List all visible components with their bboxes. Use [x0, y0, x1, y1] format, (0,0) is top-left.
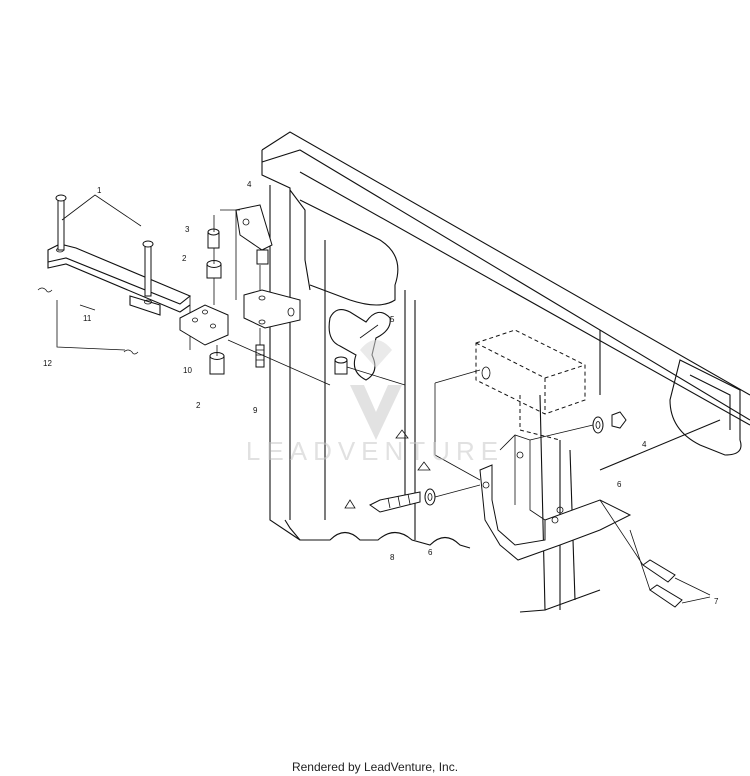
callout-4-lower: 4 [642, 440, 647, 449]
linkage-assembly [37, 194, 192, 355]
dashed-mount-box [434, 329, 586, 481]
callout-4-upper: 4 [247, 180, 252, 189]
watermark-text: LEADVENTURE [246, 436, 504, 466]
callout-5: 5 [390, 315, 395, 324]
callout-2-lower: 2 [196, 401, 201, 410]
callout-1: 1 [97, 186, 102, 195]
callout-6-right: 6 [617, 480, 622, 489]
footer-credit: Rendered by LeadVenture, Inc. [291, 760, 459, 774]
watermark-logo-icon [350, 385, 402, 440]
callout-3: 3 [185, 225, 190, 234]
callout-labels: 1 2 2 3 4 4 5 6 6 7 8 9 10 11 12 [43, 180, 719, 606]
callout-9: 9 [253, 406, 258, 415]
callout-2-upper: 2 [182, 254, 187, 263]
callout-12: 12 [43, 359, 52, 368]
callout-7: 7 [714, 597, 719, 606]
callout-10: 10 [183, 366, 192, 375]
callout-6-left: 6 [428, 548, 433, 557]
leadventure-watermark: LEADVENTURE [246, 340, 504, 466]
lower-bracket-assembly [369, 411, 711, 608]
callout-8: 8 [390, 553, 395, 562]
callout-11: 11 [83, 314, 92, 323]
bracket-assembly [179, 204, 331, 386]
bolt-5 [334, 324, 406, 386]
